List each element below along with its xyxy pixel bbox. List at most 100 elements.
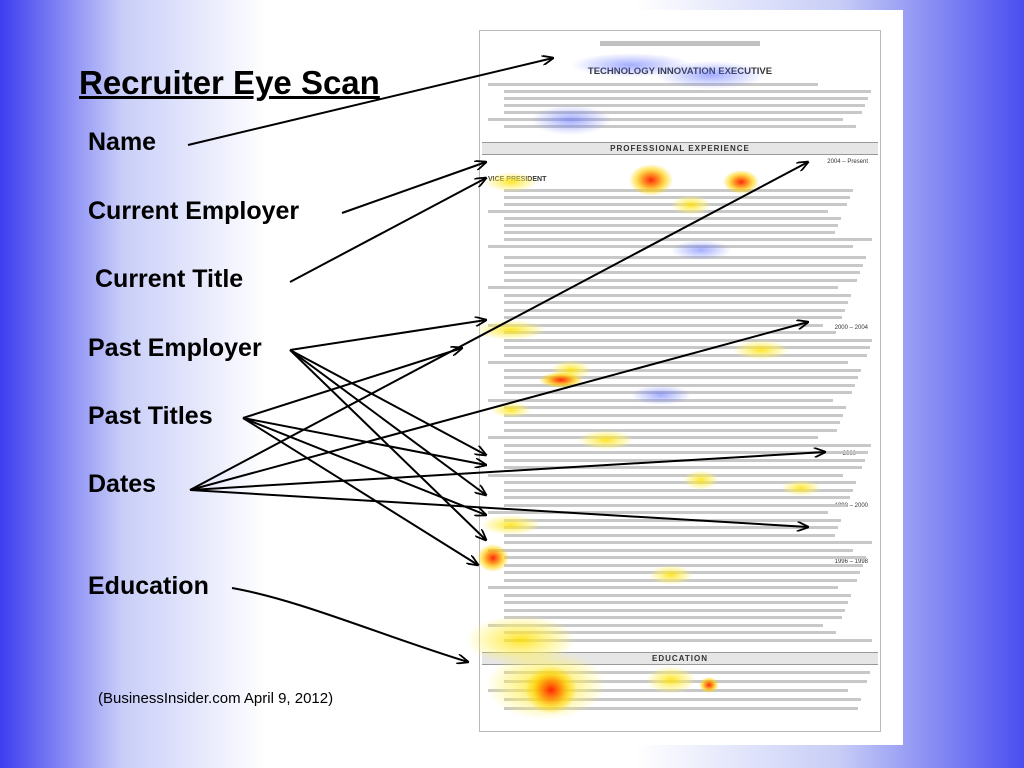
resume-date-4: 1998 – 2000 — [834, 503, 868, 509]
resume-name-line — [600, 41, 760, 46]
resume-text-line — [504, 90, 871, 93]
resume-text-line — [488, 623, 823, 627]
resume-text-line — [504, 338, 872, 342]
resume-text-line — [504, 413, 843, 417]
resume-text-line — [504, 346, 870, 349]
heat-blob — [646, 666, 696, 694]
heat-blob — [525, 666, 577, 714]
arrow-current-title — [289, 178, 486, 283]
source-citation: (BusinessInsider.com April 9, 2012) — [98, 690, 334, 707]
arrow-dates-4 — [189, 489, 808, 527]
resume-text-line — [488, 245, 853, 248]
resume-text-line — [504, 224, 838, 227]
resume-text-line — [504, 293, 851, 297]
resume-text-line — [504, 271, 860, 274]
resume-text-line — [504, 301, 848, 304]
resume-date-1: 2004 – Present — [827, 159, 868, 165]
resume-text-line — [504, 331, 836, 334]
resume-text-line — [504, 466, 862, 469]
resume-text-line — [504, 496, 850, 499]
resume-text-line — [504, 421, 840, 424]
heat-blob — [671, 195, 711, 215]
resume-text-line — [504, 376, 858, 379]
heat-blob — [539, 372, 583, 388]
arrow-past-employer-2 — [289, 349, 486, 455]
resume-text-line — [488, 511, 828, 514]
resume-text-line — [504, 616, 842, 619]
resume-text-line — [504, 428, 837, 432]
resume-text-line — [504, 608, 845, 612]
resume-text-line — [504, 196, 850, 199]
resume-date-2: 2000 – 2004 — [834, 325, 868, 331]
heat-blob — [649, 565, 693, 585]
arrow-current-employer — [341, 162, 486, 214]
resume-text-line — [504, 443, 871, 447]
resume-text-line — [488, 473, 843, 477]
resume-text-line — [504, 541, 872, 544]
resume-text-line — [504, 406, 846, 409]
resume-text-line — [504, 481, 856, 484]
resume-text-line — [504, 368, 861, 372]
resume-text-line — [504, 231, 835, 234]
resume-text-line — [504, 111, 862, 114]
heat-blob — [723, 170, 759, 194]
resume-text-line — [488, 586, 838, 589]
resume-text-line — [504, 451, 868, 454]
arrow-dates-2 — [189, 322, 808, 491]
resume-text-line — [504, 526, 838, 529]
resume-text-line — [504, 593, 851, 597]
resume-text-line — [504, 125, 856, 128]
label-past-titles: Past Titles — [88, 402, 213, 430]
arrow-past-employer-4 — [289, 349, 486, 540]
resume-text-line — [504, 278, 857, 282]
resume-text-line — [504, 556, 866, 559]
resume-text-line — [504, 518, 841, 522]
resume-text-line — [504, 316, 842, 319]
resume-text-line — [488, 323, 823, 327]
label-dates: Dates — [88, 470, 157, 498]
label-current-title: Current Title — [95, 265, 244, 293]
arrow-past-titles-4 — [242, 417, 478, 565]
arrow-past-titles-3 — [242, 417, 486, 515]
heat-blob — [683, 470, 719, 490]
resume-text-line — [504, 263, 863, 267]
heat-blob — [733, 340, 789, 360]
heat-blob — [476, 320, 546, 340]
label-name: Name — [88, 128, 157, 156]
resume-text-line — [504, 97, 868, 100]
resume-text-line — [504, 488, 853, 492]
resume-text-line — [488, 548, 853, 552]
arrow-dates-3 — [189, 452, 825, 491]
arrow-past-employer-1 — [289, 320, 486, 351]
heat-blob — [531, 105, 611, 135]
arrow-dates-1 — [189, 162, 808, 491]
resume-text-line — [504, 238, 872, 241]
resume-text-line — [504, 104, 865, 107]
resume-heatmap-image: TECHNOLOGY INNOVATION EXECUTIVE PROFESSI… — [451, 10, 903, 745]
resume-text-line — [504, 563, 863, 567]
heat-blob — [481, 515, 541, 535]
resume-text-line — [504, 308, 845, 312]
resume-date-5: 1996 – 1998 — [834, 559, 868, 565]
resume-text-line — [488, 83, 818, 86]
resume-text-line — [504, 631, 836, 634]
arrow-past-titles-1 — [242, 348, 462, 419]
resume-text-line — [488, 210, 828, 213]
resume-text-line — [488, 361, 848, 364]
label-past-employer: Past Employer — [88, 334, 262, 362]
resume-text-line — [504, 217, 841, 220]
arrow-name — [187, 58, 553, 146]
heat-blob — [631, 385, 691, 405]
heat-blob — [629, 164, 673, 196]
label-education: Education — [88, 572, 209, 600]
resume-section-experience: PROFESSIONAL EXPERIENCE — [482, 142, 878, 155]
arrow-past-titles-2 — [242, 417, 486, 465]
heat-blob — [699, 677, 719, 693]
heat-blob — [671, 240, 731, 260]
arrow-education — [231, 587, 468, 662]
heatmap-overlay — [466, 53, 821, 720]
arrow-past-employer-3 — [289, 349, 486, 495]
resume-text-line — [504, 638, 872, 642]
resume-text-line — [504, 707, 858, 710]
